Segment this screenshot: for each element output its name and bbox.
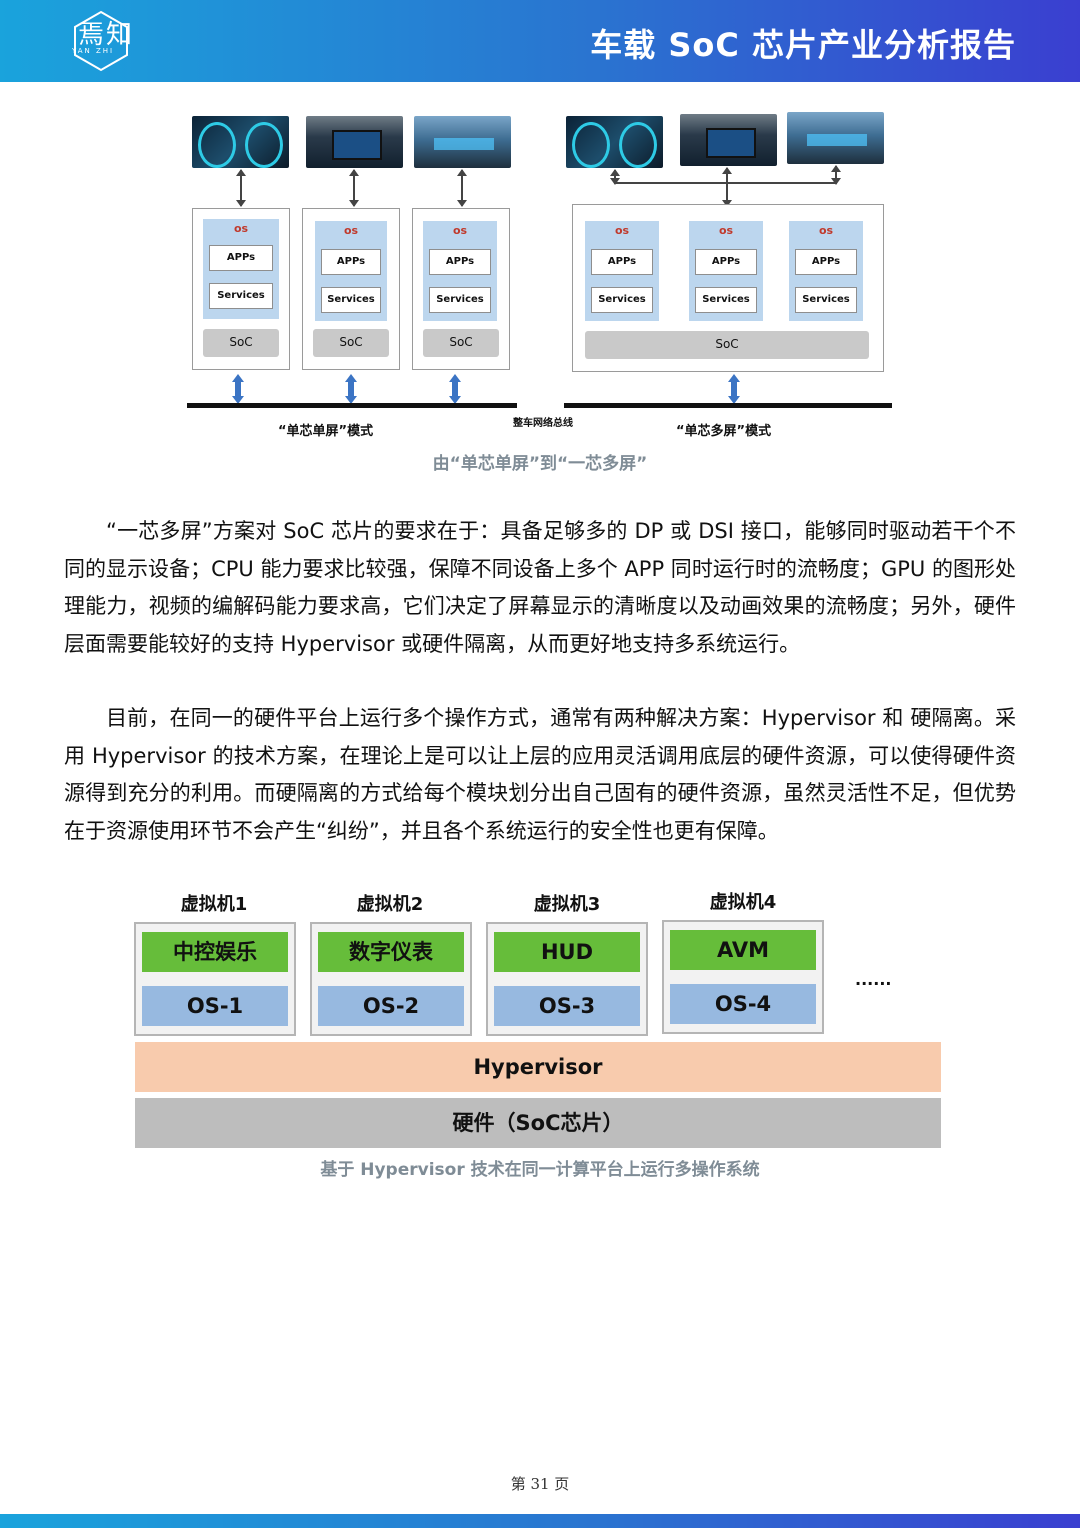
vm-app-block: 数字仪表 <box>318 932 464 972</box>
more-vms-ellipsis: ...... <box>855 970 892 989</box>
services-block: Services <box>591 287 653 313</box>
bus-link-arrow <box>728 374 740 404</box>
logo-hexagon-icon <box>74 10 128 72</box>
virtual-machine-box: AVM OS-4 <box>662 920 824 1034</box>
os-panel: os APPs Services <box>315 221 387 321</box>
vm-app-block: HUD <box>494 932 640 972</box>
vehicle-bus-label: 整车网络总线 <box>513 418 573 429</box>
hypervisor-layer: Hypervisor <box>135 1042 941 1092</box>
os-panel: os APPs Services <box>423 221 497 321</box>
vm-os-block: OS-4 <box>670 984 816 1024</box>
vehicle-bus-right <box>564 403 892 408</box>
apps-block: APPs <box>795 249 857 275</box>
body-paragraph: 目前，在同一的硬件平台上运行多个操作方式，通常有两种解决方案：Hyperviso… <box>64 706 1016 843</box>
os-panel: os APPs Services <box>585 221 659 321</box>
os-panel: os APPs Services <box>203 219 279 319</box>
footer-bar <box>0 1514 1080 1528</box>
soc-block: SoC <box>423 329 499 357</box>
vm-os-block: OS-2 <box>318 986 464 1026</box>
instrument-cluster-screen <box>192 116 289 168</box>
soc-block: SoC <box>585 331 869 359</box>
soc-block: SoC <box>313 329 389 357</box>
connector-line <box>614 182 836 184</box>
body-paragraph: “一芯多屏”方案对 SoC 芯片的要求在于：具备足够多的 DP 或 DSI 接口… <box>64 519 1016 656</box>
services-block: Services <box>209 283 273 309</box>
os-label: os <box>614 224 630 237</box>
single-chip-unit: os APPs Services SoC <box>192 208 290 370</box>
os-label: os <box>452 224 468 237</box>
connection-arrow <box>236 169 246 207</box>
hardware-layer: 硬件（SoC芯片） <box>135 1098 941 1148</box>
bus-link-arrow <box>232 374 244 404</box>
services-block: Services <box>695 287 757 313</box>
os-label: os <box>818 224 834 237</box>
apps-block: APPs <box>695 249 757 275</box>
vm-app-block: AVM <box>670 930 816 970</box>
figure-single-to-multi-screen: os APPs Services SoC os APPs Services So… <box>180 108 900 448</box>
single-chip-unit: os APPs Services SoC <box>302 208 400 370</box>
single-chip-unit: os APPs Services SoC <box>412 208 510 370</box>
vm-title: 虚拟机3 <box>533 894 601 915</box>
bus-link-arrow <box>345 374 357 404</box>
apps-block: APPs <box>321 249 381 275</box>
single-chip-single-screen-label: “单芯单屏”模式 <box>278 424 374 439</box>
services-block: Services <box>795 287 857 313</box>
vehicle-bus-left <box>187 403 517 408</box>
vm-title: 虚拟机1 <box>180 894 248 915</box>
virtual-machine-box: 数字仪表 OS-2 <box>310 922 472 1036</box>
vm-title: 虚拟机2 <box>356 894 424 915</box>
apps-block: APPs <box>591 249 653 275</box>
soc-block: SoC <box>203 329 279 357</box>
figure2-caption: 基于 Hypervisor 技术在同一计算平台上运行多操作系统 <box>320 1160 760 1180</box>
vm-os-block: OS-1 <box>142 986 288 1026</box>
vm-app-block: 中控娱乐 <box>142 932 288 972</box>
multi-screen-chip-unit: os APPs Services os APPs Services os APP… <box>572 204 884 372</box>
connection-arrow <box>722 167 732 207</box>
connection-arrow <box>831 165 841 185</box>
os-label: os <box>233 222 249 235</box>
hud-screen <box>787 112 884 164</box>
single-chip-multi-screen-label: “单芯多屏”模式 <box>676 424 772 439</box>
instrument-cluster-screen <box>566 116 663 168</box>
hud-screen <box>414 116 511 168</box>
logo-subtext: YAN ZHI <box>72 47 115 55</box>
vm-os-block: OS-3 <box>494 986 640 1026</box>
page-number: 第 31 页 <box>510 1475 570 1493</box>
center-display-screen <box>306 116 403 168</box>
virtual-machine-box: HUD OS-3 <box>486 922 648 1036</box>
connection-arrow <box>457 169 467 207</box>
apps-block: APPs <box>209 245 273 271</box>
page-header: 焉知 YAN ZHI 车载 SoC 芯片产业分析报告 <box>0 0 1080 82</box>
figure1-caption: 由“单芯单屏”到“一芯多屏” <box>432 454 648 474</box>
os-panel: os APPs Services <box>689 221 763 321</box>
services-block: Services <box>429 287 491 313</box>
os-label: os <box>343 224 359 237</box>
connection-arrow <box>349 169 359 207</box>
apps-block: APPs <box>429 249 491 275</box>
report-title: 车载 SoC 芯片产业分析报告 <box>590 26 1016 64</box>
vm-title: 虚拟机4 <box>709 892 777 913</box>
services-block: Services <box>321 287 381 313</box>
center-display-screen <box>680 114 777 166</box>
connection-arrow <box>610 169 620 185</box>
bus-link-arrow <box>449 374 461 404</box>
os-panel: os APPs Services <box>789 221 863 321</box>
logo-text: 焉知 <box>78 20 135 50</box>
virtual-machine-box: 中控娱乐 OS-1 <box>134 922 296 1036</box>
os-label: os <box>718 224 734 237</box>
